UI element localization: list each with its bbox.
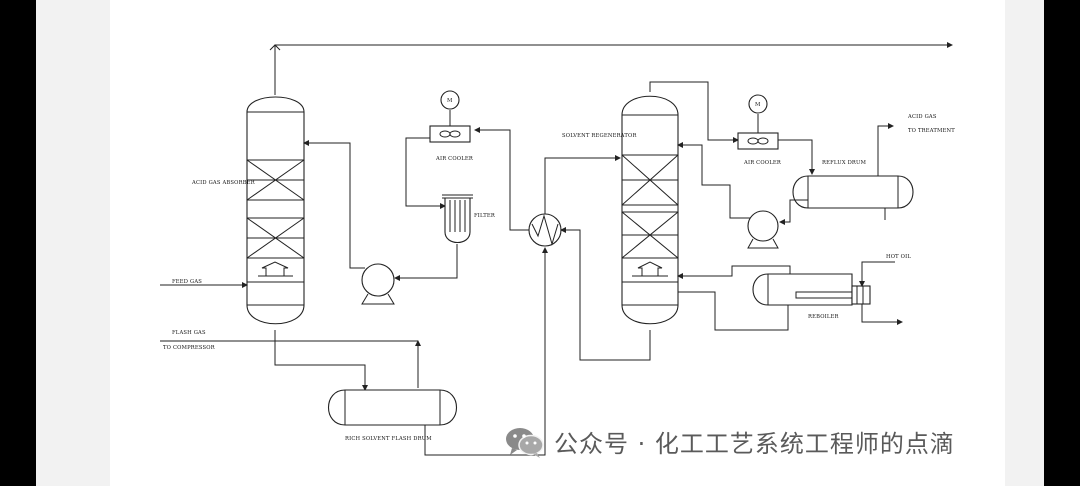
rich-solvent-line bbox=[274, 330, 368, 391]
label-hot-oil: HOT OIL bbox=[886, 254, 911, 260]
label-motor-2: M bbox=[755, 102, 761, 108]
label-reflux-drum: REFLUX DRUM bbox=[822, 160, 867, 166]
flash-drum-outlet-line bbox=[424, 247, 548, 456]
reflux-pump bbox=[747, 210, 779, 249]
label-to-compressor: TO COMPRESSOR bbox=[163, 345, 216, 351]
label-air-cooler-1: AIR COOLER bbox=[435, 156, 474, 162]
right-black-bar bbox=[1044, 0, 1080, 486]
label-acid-gas: ACID GAS bbox=[907, 114, 937, 120]
lean-solvent-pump bbox=[361, 263, 395, 305]
lean-rich-exchanger bbox=[528, 213, 562, 247]
label-flash-gas: FLASH GAS bbox=[172, 330, 206, 336]
reboiler bbox=[752, 273, 871, 306]
label-acid-gas-absorber: ACID GAS ABSORBER bbox=[191, 180, 256, 186]
label-motor-1: M bbox=[447, 98, 453, 104]
solvent-regenerator bbox=[621, 95, 679, 325]
sweet-gas-line bbox=[274, 42, 953, 95]
label-solvent-regenerator: SOLVENT REGENERATOR bbox=[562, 133, 637, 139]
watermark: 公众号 · 化工工艺系统工程师的点滴 bbox=[504, 424, 955, 459]
rich-solvent-flash-drum bbox=[328, 389, 457, 426]
label-rich-solvent-flash-drum: RICH SOLVENT FLASH DRUM bbox=[345, 436, 432, 442]
label-air-cooler-2: AIR COOLER bbox=[743, 160, 782, 166]
label-reboiler: REBOILER bbox=[808, 314, 840, 320]
air-cooler-1 bbox=[429, 90, 471, 143]
motor-2-icon bbox=[748, 94, 768, 114]
label-filter: FILTER bbox=[474, 213, 496, 219]
acid-gas-absorber bbox=[246, 96, 305, 325]
filter bbox=[442, 194, 473, 244]
label-to-treatment: TO TREATMENT bbox=[908, 128, 955, 134]
watermark-text: 公众号 · 化工工艺系统工程师的点滴 bbox=[554, 430, 955, 458]
label-feed-gas: FEED GAS bbox=[172, 279, 202, 285]
motor-1-icon bbox=[440, 90, 460, 110]
wechat-icon bbox=[506, 427, 544, 458]
reflux-drum bbox=[792, 175, 914, 209]
left-black-bar bbox=[0, 0, 36, 486]
air-cooler-2 bbox=[737, 94, 779, 150]
